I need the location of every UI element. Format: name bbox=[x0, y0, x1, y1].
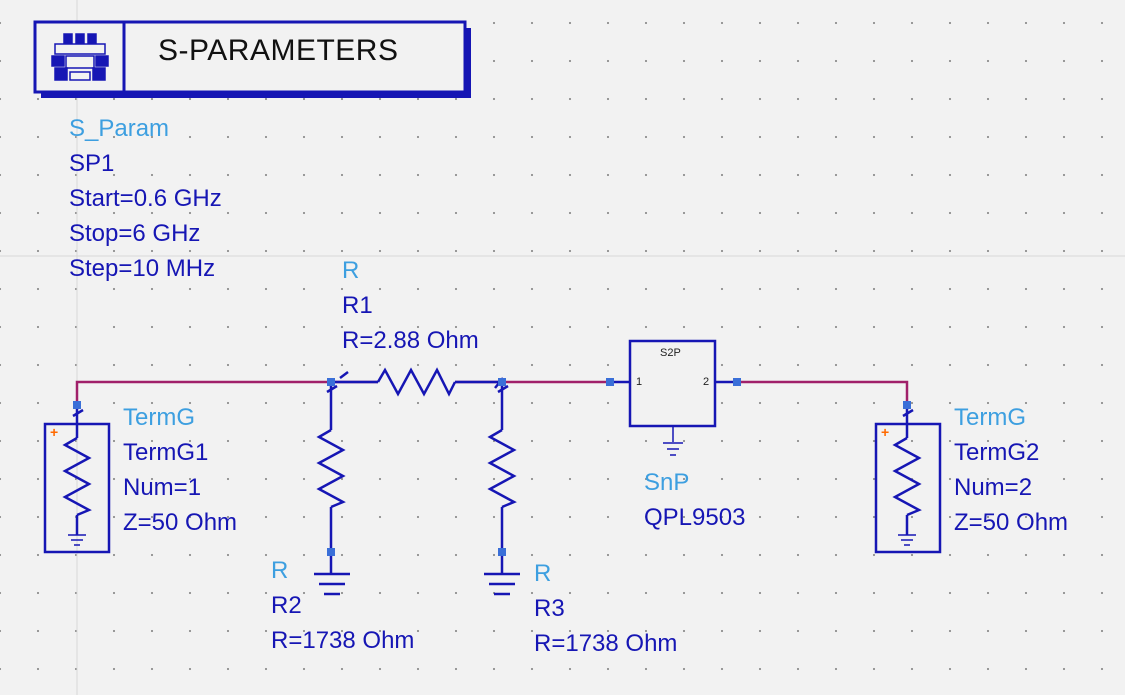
r2-labels[interactable]: R R2 R=1738 Ohm bbox=[271, 553, 414, 658]
termg1-impedance-label: Z=50 Ohm bbox=[123, 509, 238, 536]
ground-icon bbox=[898, 534, 916, 546]
resistor-r3[interactable] bbox=[484, 382, 520, 596]
sparams-controller[interactable] bbox=[33, 20, 471, 98]
r1-pin-tick bbox=[339, 371, 349, 379]
r1-type-label: R bbox=[342, 257, 360, 284]
termg2-instance-label: TermG2 bbox=[954, 439, 1040, 466]
sparams-start-param: Start=0.6 GHz bbox=[69, 185, 222, 212]
r2-instance-label: R2 bbox=[271, 592, 302, 619]
r3-labels[interactable]: R R3 R=1738 Ohm bbox=[534, 556, 677, 661]
termg1-port[interactable] bbox=[43, 405, 111, 554]
sparams-stop-param: Stop=6 GHz bbox=[69, 220, 201, 247]
wire-term1-to-node1 bbox=[75, 380, 331, 405]
snp-port1-number: 1 bbox=[636, 376, 643, 388]
snp-port2-number: 2 bbox=[703, 376, 710, 388]
termg2-zigzag bbox=[892, 436, 922, 517]
gear-icon bbox=[51, 33, 109, 81]
ground-icon bbox=[68, 534, 86, 546]
r3-instance-label: R3 bbox=[534, 595, 565, 622]
termg2-labels[interactable]: TermG TermG2 Num=2 Z=50 Ohm bbox=[954, 400, 1068, 540]
r1-zigzag bbox=[376, 367, 457, 397]
termg2-polarity-mark: + bbox=[881, 424, 890, 440]
ground-icon bbox=[663, 426, 683, 456]
sparams-labels[interactable]: S_Param SP1 Start=0.6 GHz Stop=6 GHz Ste… bbox=[69, 111, 222, 286]
r3-zigzag bbox=[487, 428, 517, 509]
termg1-instance-label: TermG1 bbox=[123, 439, 209, 466]
pin-marker[interactable] bbox=[903, 401, 911, 409]
termg2-type-label: TermG bbox=[954, 404, 1026, 431]
wire-snp-to-term2 bbox=[737, 380, 909, 405]
pin-markers bbox=[73, 378, 911, 556]
termg2-port[interactable] bbox=[874, 405, 942, 554]
pin-marker[interactable] bbox=[606, 378, 614, 386]
r3-value-label: R=1738 Ohm bbox=[534, 630, 678, 657]
r3-pin-tick bbox=[497, 384, 509, 394]
snp-block[interactable] bbox=[610, 339, 737, 456]
r1-instance-label: R1 bbox=[342, 292, 373, 319]
termg1-labels[interactable]: TermG TermG1 Num=1 Z=50 Ohm bbox=[123, 400, 237, 540]
r2-type-label: R bbox=[271, 557, 289, 584]
sparams-type-label: S_Param bbox=[69, 115, 170, 142]
termg1-polarity-mark: + bbox=[50, 424, 59, 440]
r1-value-label: R=2.88 Ohm bbox=[342, 327, 479, 354]
r2-value-label: R=1738 Ohm bbox=[271, 627, 415, 654]
pin-marker[interactable] bbox=[498, 378, 506, 386]
snp-type-label: SnP bbox=[644, 469, 690, 496]
pin-marker[interactable] bbox=[73, 401, 81, 409]
ground-icon bbox=[484, 552, 520, 596]
pin-marker[interactable] bbox=[498, 548, 506, 556]
sparams-step-param: Step=10 MHz bbox=[69, 255, 216, 282]
termg1-type-label: TermG bbox=[123, 404, 195, 431]
r1-labels[interactable]: R R1 R=2.88 Ohm bbox=[342, 253, 479, 358]
snp-labels[interactable]: SnP QPL9503 bbox=[644, 465, 745, 535]
termg1-num-label: Num=1 bbox=[123, 474, 202, 501]
termg2-pin-tick bbox=[902, 408, 914, 418]
termg2-num-label: Num=2 bbox=[954, 474, 1033, 501]
pin-marker[interactable] bbox=[327, 378, 335, 386]
sparams-title: S-PARAMETERS bbox=[158, 34, 399, 67]
resistor-r1[interactable] bbox=[331, 367, 504, 397]
termg1-pin-tick bbox=[72, 408, 84, 418]
r3-type-label: R bbox=[534, 560, 552, 587]
pin-marker[interactable] bbox=[327, 548, 335, 556]
snp-symbol-label: S2P bbox=[660, 347, 681, 359]
snp-instance-label: QPL9503 bbox=[644, 504, 746, 531]
pin-marker[interactable] bbox=[733, 378, 741, 386]
termg1-zigzag bbox=[62, 436, 92, 517]
sparams-instance-label: SP1 bbox=[69, 150, 115, 177]
termg2-impedance-label: Z=50 Ohm bbox=[954, 509, 1069, 536]
resistor-r2[interactable] bbox=[314, 382, 350, 596]
r2-zigzag bbox=[316, 428, 346, 509]
r2-pin-tick bbox=[326, 384, 338, 394]
